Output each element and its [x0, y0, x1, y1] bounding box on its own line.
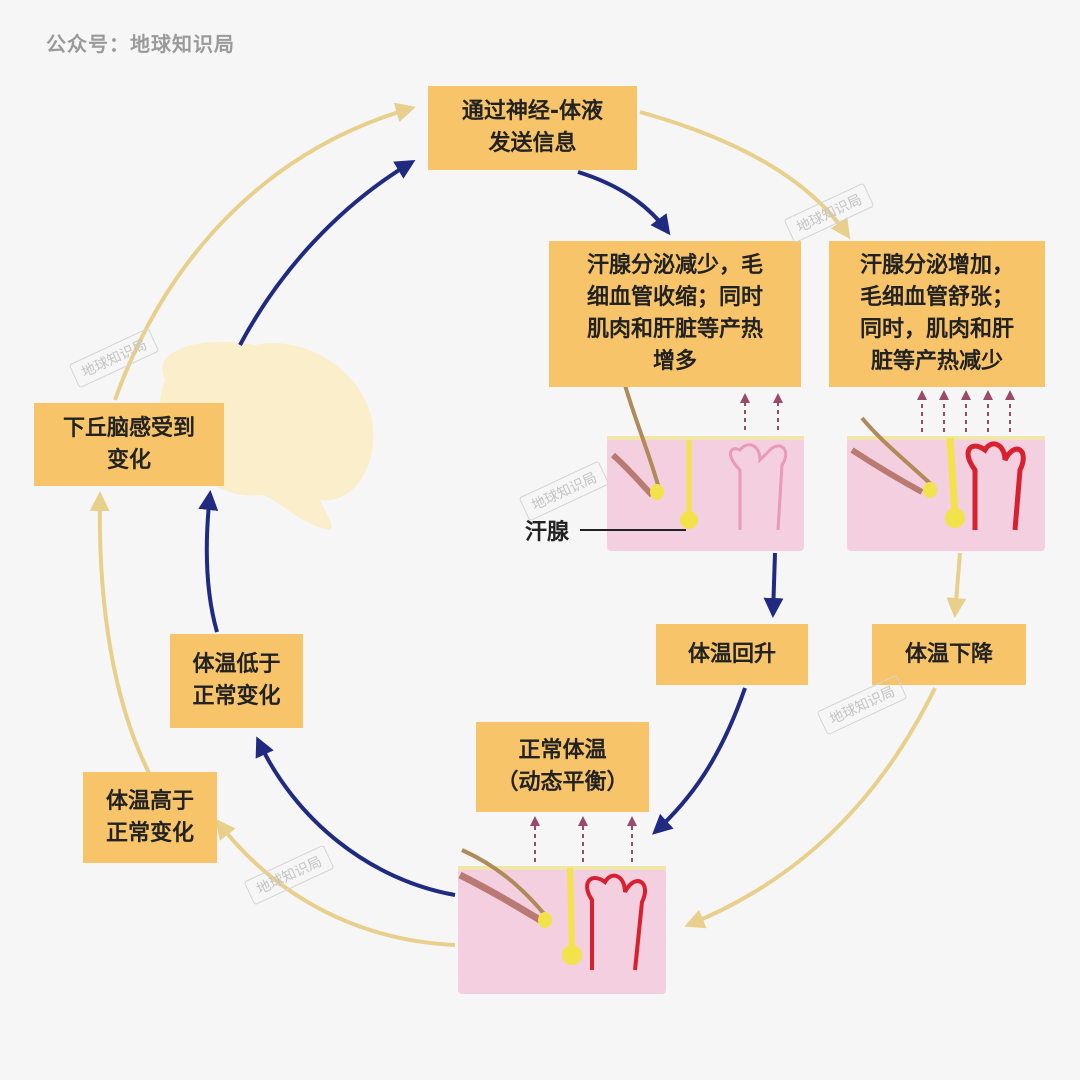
arrow-rise-to-normal [652, 687, 747, 835]
account-header: 公众号：地球知识局 [46, 32, 235, 56]
box-above-normal: 体温高于 正常变化 [83, 772, 217, 863]
heat-response-pathway [89, 102, 967, 947]
skin-panel-constricted [580, 384, 804, 551]
box-temp-fall: 体温下降 [872, 624, 1026, 685]
arrow-signal-to-conserve [577, 170, 671, 236]
box-temp-rise: 体温回升 [656, 624, 808, 685]
arrow-above-to-hypothalamus [89, 491, 152, 776]
arrow-normal-to-below [255, 736, 456, 897]
sweat-gland-label: 汗腺 [525, 520, 570, 545]
box-signal: 通过神经-体液 发送信息 [428, 86, 637, 170]
arrow-skin-to-fall [946, 552, 967, 618]
box-normal-temperature: 正常体温 （动态平衡） [476, 722, 649, 812]
box-heat-conserve: 汗腺分泌减少，毛 细血管收缩；同时 肌肉和肝脏等产热 增多 [549, 241, 801, 387]
box-hypothalamus: 下丘脑感受到 变化 [34, 403, 224, 486]
arrow-fall-to-normal [684, 687, 937, 929]
arrow-below-to-hypothalamus [198, 490, 219, 633]
box-heat-release: 汗腺分泌增加， 毛细血管舒张； 同时，肌肉和肝 脏等产热减少 [829, 241, 1045, 387]
arrow-signal-to-release [639, 110, 851, 240]
cold-response-pathway [198, 159, 784, 897]
arrow-skin-to-rise [763, 552, 784, 618]
box-below-normal: 体温低于 正常变化 [170, 634, 303, 728]
skin-panel-normal [458, 816, 666, 994]
arrow-hypothalamus-to-signal [238, 159, 416, 346]
arrow-hypothalamus-to-signal-outer [113, 102, 416, 401]
arrow-normal-to-above [215, 818, 456, 947]
skin-panel-dilated [847, 390, 1045, 551]
